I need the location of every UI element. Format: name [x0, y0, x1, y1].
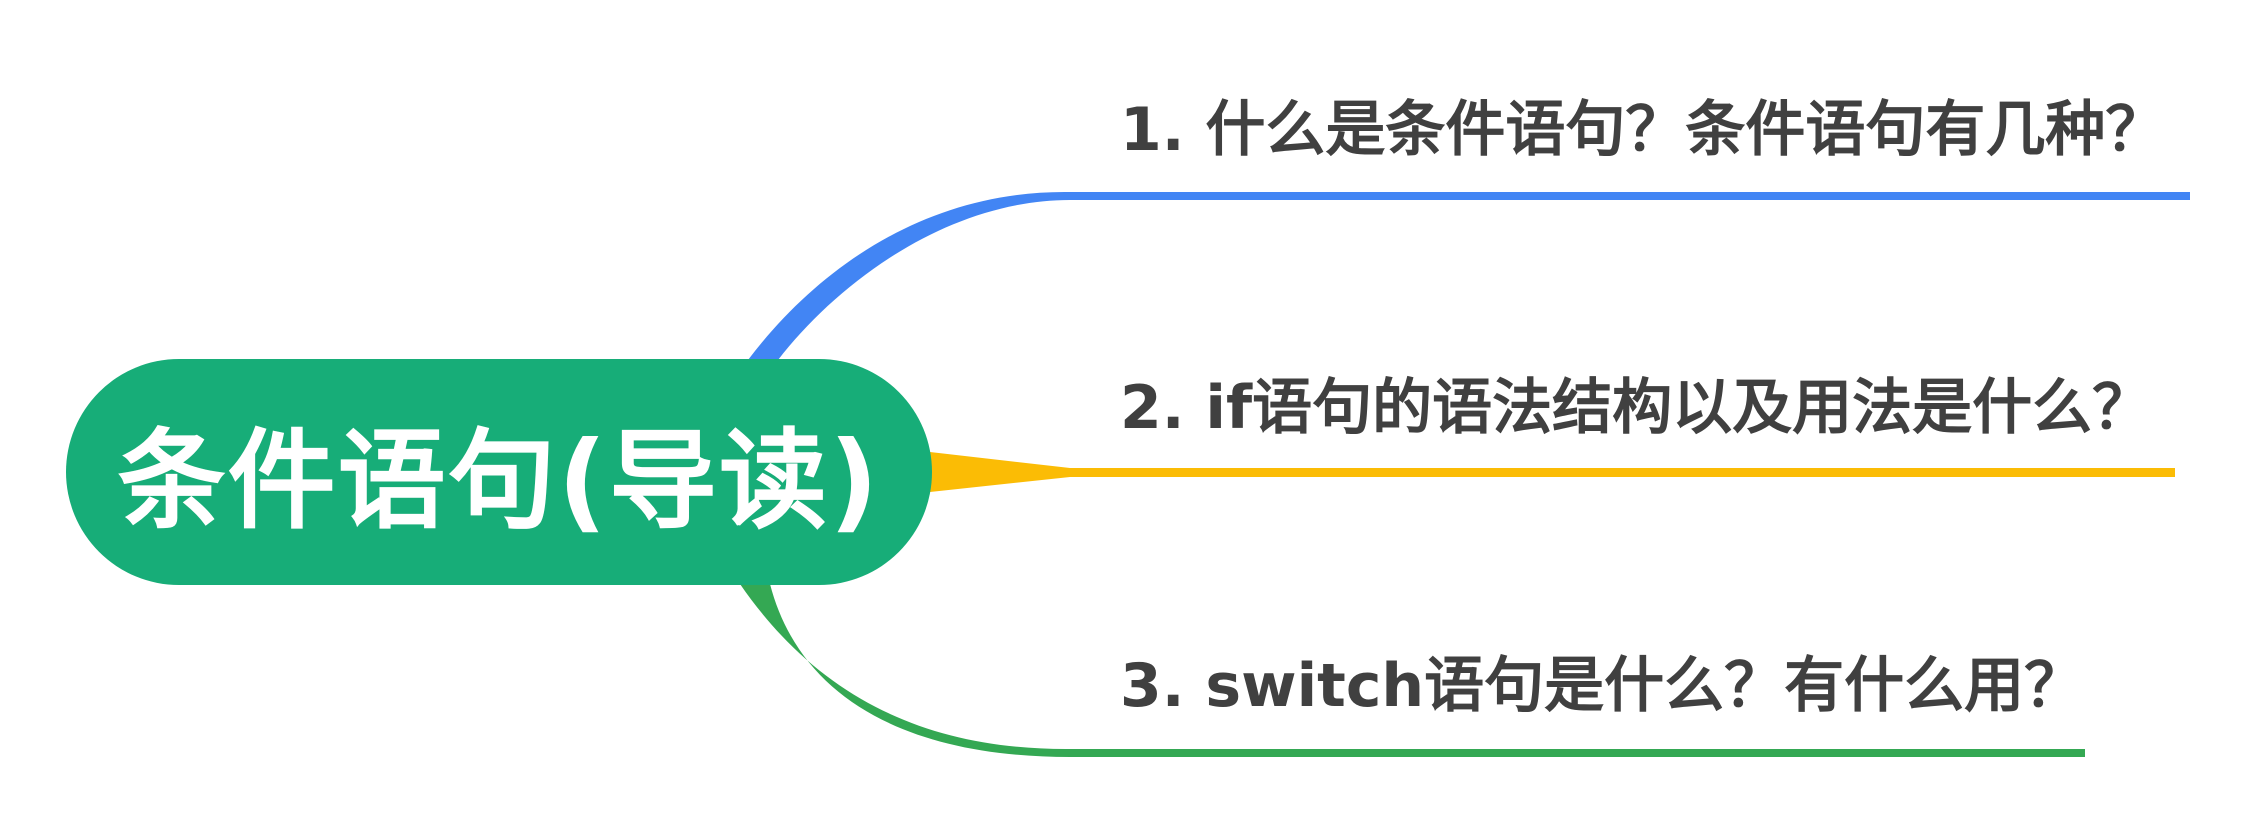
central-topic-title: 条件语句(导读) — [117, 419, 881, 544]
branch-2-connector — [930, 452, 2175, 492]
branch-3-label[interactable]: 3. switch语句是什么？有什么用？ — [1120, 651, 2085, 721]
branch-2-label[interactable]: 2. if语句的语法结构以及用法是什么？ — [1120, 373, 2153, 443]
branch-1-label[interactable]: 1. 什么是条件语句？条件语句有几种？ — [1120, 95, 2166, 165]
central-topic-node[interactable]: 条件语句(导读) — [66, 359, 932, 585]
branch-1-connector — [748, 191, 2190, 360]
